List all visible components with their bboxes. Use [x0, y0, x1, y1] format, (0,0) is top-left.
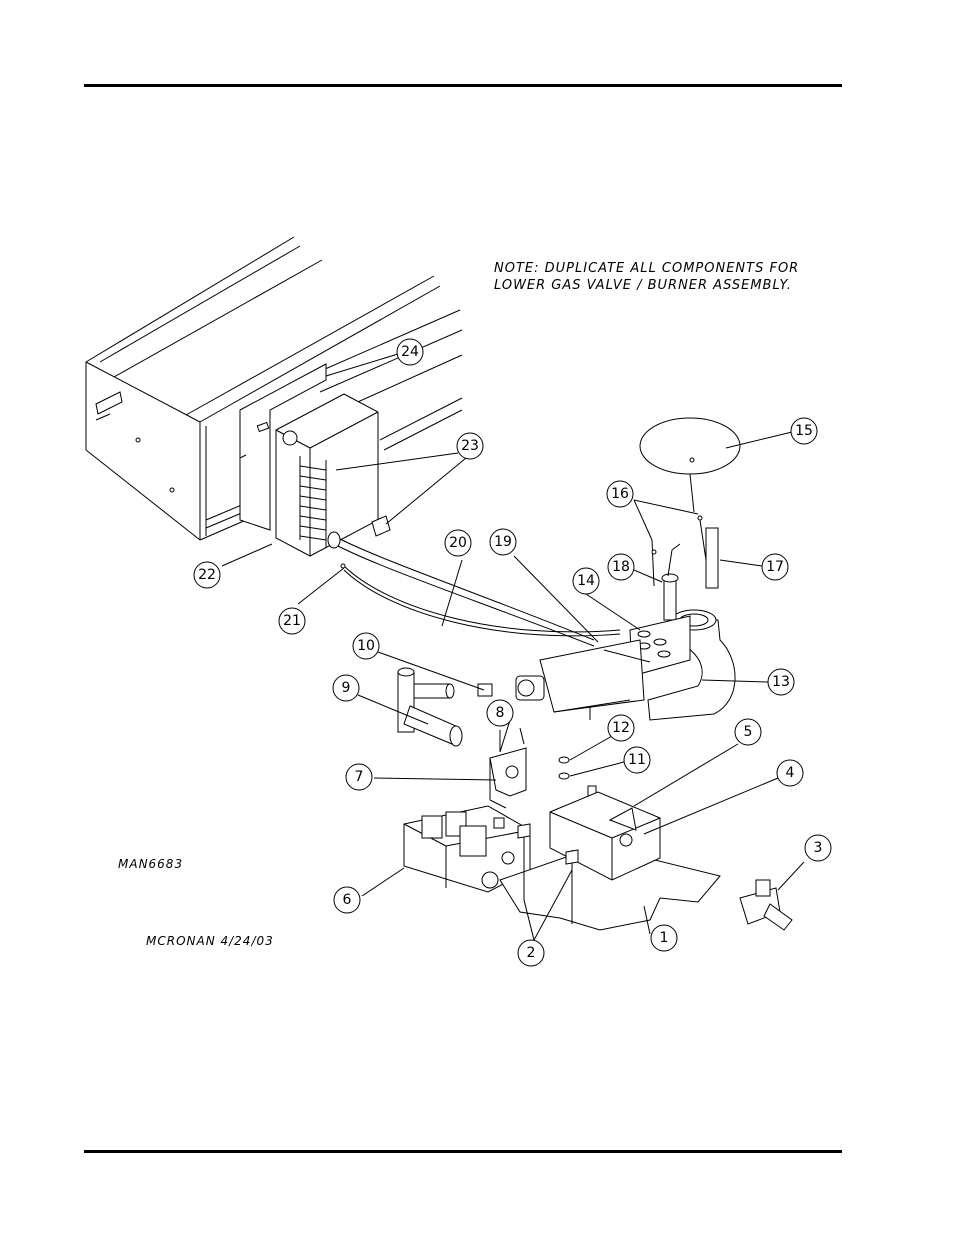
svg-text:24: 24 [401, 344, 419, 360]
svg-text:15: 15 [795, 423, 813, 439]
callout-4: 4 [777, 760, 803, 786]
author-date: MCRONAN 4/24/03 [146, 934, 274, 948]
callout-22: 22 [194, 562, 220, 588]
callout-15: 15 [791, 418, 817, 444]
svg-text:10: 10 [357, 638, 375, 654]
drawing-number: MAN6683 [118, 857, 183, 871]
svg-text:3: 3 [814, 840, 823, 856]
callout-7: 7 [346, 764, 372, 790]
svg-text:2: 2 [527, 945, 536, 961]
svg-text:17: 17 [766, 559, 784, 575]
callout-21: 21 [279, 608, 305, 634]
callout-24: 24 [397, 339, 423, 365]
callout-10: 10 [353, 633, 379, 659]
callout-2: 2 [518, 940, 544, 966]
callout-5: 5 [735, 719, 761, 745]
ignition-module [257, 394, 390, 556]
callout-6: 6 [334, 887, 360, 913]
callout-3: 3 [805, 835, 831, 861]
callout-9: 9 [333, 675, 359, 701]
callout-14: 14 [573, 568, 599, 594]
svg-text:9: 9 [342, 680, 351, 696]
shutoff-valve [740, 880, 792, 930]
callout-11: 11 [624, 747, 650, 773]
svg-text:1: 1 [660, 930, 669, 946]
svg-text:11: 11 [628, 752, 646, 768]
callout-17: 17 [762, 554, 788, 580]
callout-19: 19 [490, 529, 516, 555]
svg-text:22: 22 [198, 567, 216, 583]
svg-text:18: 18 [612, 559, 630, 575]
svg-text:4: 4 [786, 765, 795, 781]
callout-1: 1 [651, 925, 677, 951]
oven-housing [86, 237, 462, 540]
callout-23: 23 [457, 433, 483, 459]
callout-16: 16 [607, 481, 633, 507]
svg-text:20: 20 [449, 535, 467, 551]
screws [559, 757, 596, 798]
svg-text:5: 5 [744, 724, 753, 740]
svg-text:16: 16 [611, 486, 629, 502]
callout-13: 13 [768, 669, 794, 695]
svg-text:8: 8 [496, 705, 505, 721]
svg-text:14: 14 [577, 573, 595, 589]
svg-text:19: 19 [494, 534, 512, 550]
note-line-2: LOWER GAS VALVE / BURNER ASSEMBLY. [494, 278, 792, 293]
svg-text:12: 12 [612, 720, 630, 736]
svg-text:6: 6 [343, 892, 352, 908]
base-plate [500, 792, 720, 930]
callout-18: 18 [608, 554, 634, 580]
callout-12: 12 [608, 715, 634, 741]
svg-text:21: 21 [283, 613, 301, 629]
svg-text:13: 13 [772, 674, 790, 690]
svg-text:7: 7 [355, 769, 364, 785]
note-line-1: NOTE: DUPLICATE ALL COMPONENTS FOR [494, 261, 799, 276]
valve-bracket [490, 748, 526, 808]
callout-8: 8 [487, 700, 513, 726]
svg-text:23: 23 [461, 438, 479, 454]
callout-20: 20 [445, 530, 471, 556]
